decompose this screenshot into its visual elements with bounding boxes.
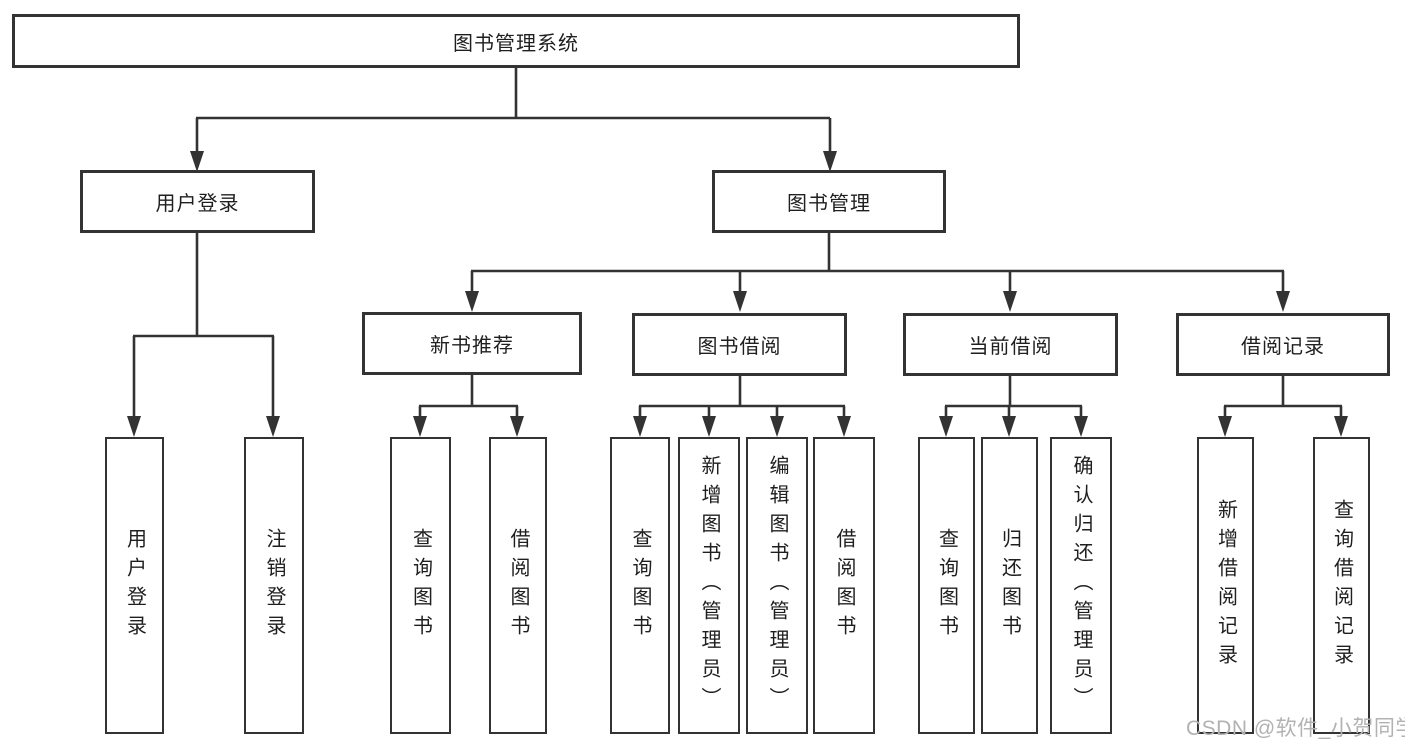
arrowhead-icon bbox=[702, 416, 716, 437]
connector-root-to-level2 bbox=[195, 68, 832, 154]
leaf-user-login: 用户登录 bbox=[105, 437, 164, 734]
node-book-borrowing: 图书借阅 bbox=[632, 313, 847, 376]
leaf-bb-edit-books-admin: 编辑图书（管理员） bbox=[746, 437, 808, 734]
arrowhead-icon bbox=[837, 416, 851, 437]
arrowhead-icon bbox=[127, 416, 141, 437]
arrowhead-icon bbox=[465, 291, 479, 312]
arrowhead-icon bbox=[770, 416, 784, 437]
arrowhead-icon bbox=[266, 416, 280, 437]
node-library-management-system: 图书管理系统 bbox=[12, 14, 1020, 68]
arrowhead-icon bbox=[1003, 291, 1017, 312]
node-new-book-recommend: 新书推荐 bbox=[362, 312, 582, 375]
connector-newbook-to-leaves bbox=[418, 375, 519, 420]
connector-bookborrow-to-leaves bbox=[638, 376, 846, 420]
connector-records-to-leaves bbox=[1223, 376, 1343, 420]
connector-userlogin-to-leaves bbox=[132, 233, 275, 419]
arrowhead-icon bbox=[413, 416, 427, 437]
arrowhead-icon bbox=[633, 416, 647, 437]
leaf-nbr-query-books: 查询图书 bbox=[390, 437, 451, 734]
leaf-bb-query-books: 查询图书 bbox=[610, 437, 670, 734]
connector-currentborrow-to-leaves bbox=[944, 376, 1083, 420]
leaf-cb-confirm-return-admin: 确认归还（管理员） bbox=[1050, 437, 1112, 734]
arrowhead-icon bbox=[939, 416, 953, 437]
leaf-logout: 注销登录 bbox=[244, 437, 304, 734]
leaf-nbr-borrow-books: 借阅图书 bbox=[489, 437, 547, 734]
csdn-watermark: CSDN @软件_小贺同学 bbox=[1186, 717, 1405, 740]
arrowhead-icon bbox=[1218, 416, 1232, 437]
node-book-management: 图书管理 bbox=[712, 170, 946, 233]
leaf-cb-query-books: 查询图书 bbox=[918, 437, 975, 734]
leaf-bb-add-books-admin: 新增图书（管理员） bbox=[678, 437, 740, 734]
leaf-bb-borrow-books: 借阅图书 bbox=[813, 437, 875, 734]
leaf-br-add-record: 新增借阅记录 bbox=[1197, 437, 1254, 734]
arrowhead-icon bbox=[1074, 416, 1088, 437]
leaf-cb-return-books: 归还图书 bbox=[981, 437, 1038, 734]
node-borrowing-records: 借阅记录 bbox=[1176, 313, 1390, 376]
arrowhead-icon bbox=[1334, 416, 1348, 437]
arrowhead-icon bbox=[1002, 416, 1016, 437]
leaf-br-query-record: 查询借阅记录 bbox=[1313, 437, 1370, 734]
connector-bookmgmt-to-level3 bbox=[470, 233, 1285, 295]
node-current-borrowing: 当前借阅 bbox=[903, 313, 1118, 376]
arrowhead-icon bbox=[733, 291, 747, 312]
arrowhead-icon bbox=[1276, 291, 1290, 312]
arrowhead-icon bbox=[510, 416, 524, 437]
node-user-login: 用户登录 bbox=[80, 170, 315, 233]
arrowhead-icon bbox=[190, 151, 204, 172]
arrowhead-icon bbox=[823, 151, 837, 172]
